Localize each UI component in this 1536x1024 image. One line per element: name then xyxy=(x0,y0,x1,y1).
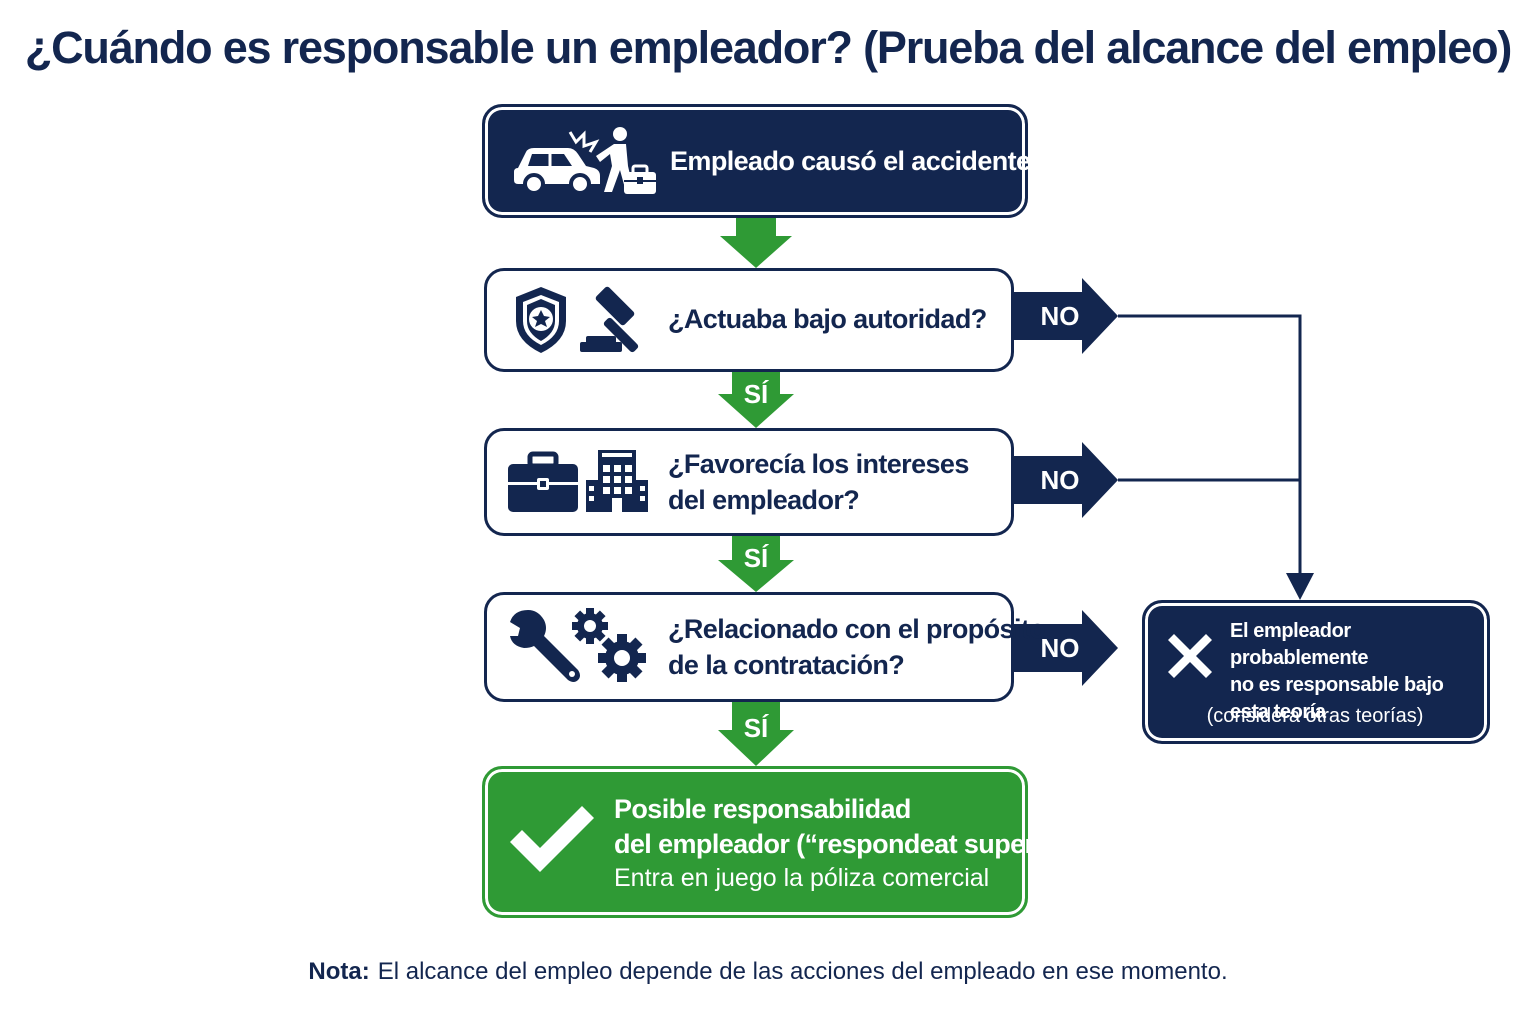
checkmark-icon xyxy=(510,806,594,872)
wrench-icon xyxy=(510,610,580,682)
footer-note-text: El alcance del empleo depende de las acc… xyxy=(377,958,1228,985)
office-building-icon xyxy=(586,450,648,512)
police-badge-icon xyxy=(516,287,566,353)
arrow-q2-to-q3 xyxy=(718,536,794,592)
node-result-yes-title: Posible responsabilidad del empleador (“… xyxy=(614,792,1089,862)
node-result-yes xyxy=(482,766,1028,918)
node-q1-label: ¿Actuaba bajo autoridad? xyxy=(668,304,987,334)
node-q3 xyxy=(484,592,1014,702)
node-start xyxy=(482,104,1028,218)
yes-label-q2: SÍ xyxy=(743,543,769,573)
no-label-q3: NO xyxy=(1040,633,1080,663)
node-q2 xyxy=(484,428,1014,536)
node-result-no-line2: no es responsable bajo xyxy=(1230,674,1444,696)
footer-note: Nota: El alcance del empleo depende de la… xyxy=(0,958,1536,986)
node-result-no-note: (considera otras teorías) xyxy=(1206,705,1424,727)
no-label-q2: NO xyxy=(1040,465,1080,495)
node-q3-line2: de la contratación? xyxy=(668,650,905,680)
node-q2-line1: ¿Favorecía los intereses xyxy=(668,449,969,479)
node-q3-line1: ¿Relacionado con el propósito xyxy=(668,614,1046,644)
gavel-icon xyxy=(580,286,639,353)
arrow-q1-to-q2 xyxy=(718,372,794,428)
arrow-no-q1 xyxy=(1012,278,1118,354)
node-result-yes-line2: del empleador (“respondeat superior”) xyxy=(614,829,1089,859)
arrow-no-q2 xyxy=(1012,442,1118,518)
node-q2-line2: del empleador? xyxy=(668,485,860,515)
page-title: ¿Cuándo es responsable un empleador? (Pr… xyxy=(24,22,1513,73)
briefcase-icon xyxy=(508,451,578,512)
connector-arrowhead xyxy=(1286,573,1314,600)
node-result-no-line3: esta teoría xyxy=(1230,701,1326,723)
no-label-q1: NO xyxy=(1040,301,1080,331)
node-result-no-line1: El empleador probablemente xyxy=(1230,620,1369,669)
gears-icon xyxy=(572,608,646,682)
node-q1 xyxy=(484,268,1014,372)
node-result-yes-line3: Entra en juego la póliza comercial xyxy=(614,864,990,892)
yes-label-q3: SÍ xyxy=(743,713,769,743)
node-result-yes-line1: Posible responsabilidad xyxy=(614,794,911,824)
yes-label-q1: SÍ xyxy=(743,379,769,409)
arrow-q3-to-final xyxy=(718,702,794,766)
briefcase-icon xyxy=(624,164,656,194)
node-result-no-text: El empleador probablemente no es respons… xyxy=(1230,618,1480,726)
arrow-no-q3 xyxy=(1012,610,1118,686)
connector-line-q1-no xyxy=(1118,314,1302,575)
arrow-start-to-q1 xyxy=(720,216,792,268)
node-start-label: Empleado causó el accidente xyxy=(670,146,1031,176)
car-crash-icon xyxy=(514,130,600,195)
x-mark-icon xyxy=(1168,634,1212,678)
footer-note-label: Nota: xyxy=(308,958,370,985)
